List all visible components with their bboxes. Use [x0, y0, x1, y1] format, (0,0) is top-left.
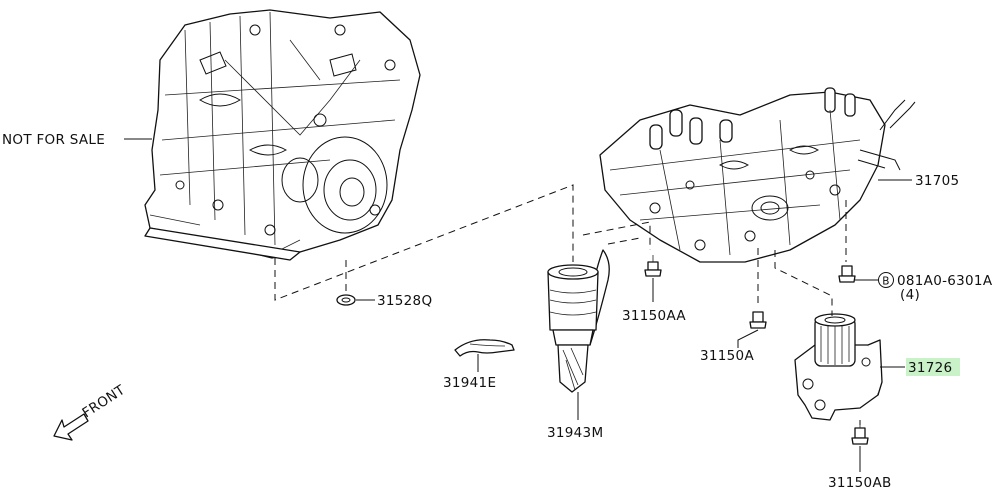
label-31150aa[interactable]: 31150AA — [622, 308, 686, 324]
solenoid-illustration — [547, 249, 610, 393]
badge-b: B — [882, 276, 890, 288]
label-081a0-6301a: 081A0-6301A — [897, 273, 993, 289]
label-31528q[interactable]: 31528Q — [377, 293, 432, 309]
watermark-not-for-sale: NOT FOR SALE — [2, 132, 105, 148]
front-direction-arrow: FRONT — [53, 382, 128, 441]
bolt-31150a-illustration — [749, 311, 767, 329]
label-31150a[interactable]: 31150A — [700, 348, 754, 364]
label-31941e[interactable]: 31941E — [443, 375, 496, 391]
bolt-31150ab-illustration — [851, 420, 869, 445]
seal-31528q-illustration — [336, 294, 356, 306]
label-081a0-6301a-group[interactable]: B 081A0-6301A (4) — [878, 272, 993, 304]
leader-lines — [124, 138, 912, 472]
label-081a0-6301a-qty: (4) — [900, 287, 920, 303]
label-31943m[interactable]: 31943M — [547, 425, 603, 441]
front-label: FRONT — [79, 382, 128, 422]
label-31726-group[interactable]: 31726 — [906, 358, 960, 376]
bolt-081a0-illustration — [838, 265, 856, 283]
label-31726: 31726 — [908, 360, 952, 376]
part-31726-illustration — [794, 313, 883, 421]
bolt-31150aa-illustration — [644, 255, 662, 277]
label-31705[interactable]: 31705 — [915, 173, 959, 189]
transmission-assembly-illustration — [144, 9, 421, 261]
part-31941e-illustration — [454, 339, 515, 357]
label-31726-highlight — [906, 358, 960, 376]
label-31150ab[interactable]: 31150AB — [828, 475, 892, 491]
control-valve-illustration — [599, 87, 916, 263]
